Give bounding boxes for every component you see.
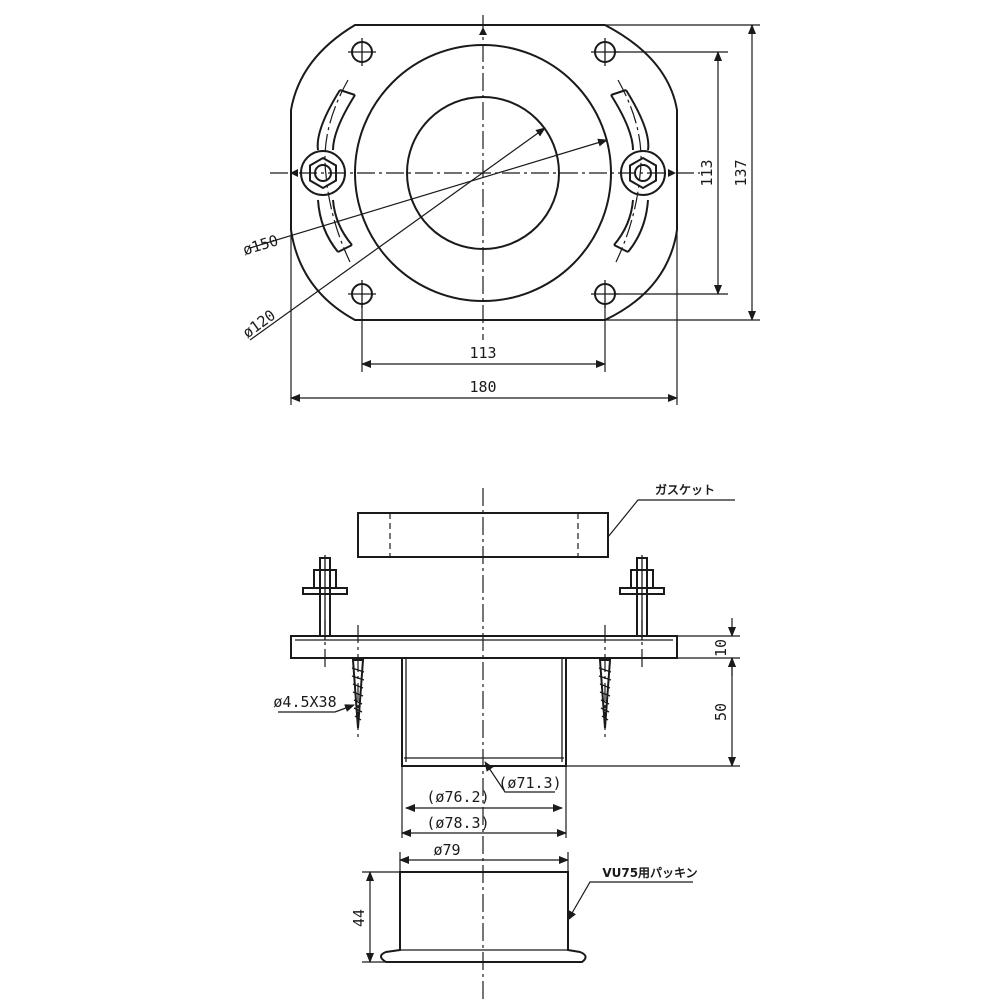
gasket-label: ガスケット <box>655 482 715 497</box>
mounting-hole-tl <box>348 38 376 66</box>
packing-label: VU75用パッキン <box>602 866 697 880</box>
plan-view: ø150 ø120 113 137 113 180 <box>239 15 760 405</box>
packing-height: 44 <box>350 909 368 927</box>
dim-total-v: 137 <box>732 159 750 186</box>
mounting-hole-tr <box>591 38 619 66</box>
hex-nut-right <box>620 150 666 196</box>
body-pipe <box>401 658 567 767</box>
hex-nut-left <box>300 150 346 196</box>
leader-screw <box>278 704 355 713</box>
wood-screw-right <box>598 659 612 729</box>
center-mark-right <box>668 169 676 177</box>
mounting-hole-br <box>591 280 619 308</box>
center-mark-left <box>290 169 298 177</box>
dim-flange-thickness: 10 <box>712 639 730 657</box>
mounting-hole-bl <box>348 280 376 308</box>
arc-slot-right <box>610 79 650 263</box>
flange-plate <box>290 635 678 659</box>
packing <box>380 871 587 963</box>
gasket <box>357 512 609 558</box>
arc-slot-left <box>316 79 356 263</box>
packing-view: ø79 44 VU75用パッキン <box>350 841 698 963</box>
leader-dia-71 <box>484 761 555 793</box>
leader-dia-120 <box>249 127 546 341</box>
side-view: ガスケット <box>273 482 740 1000</box>
dim-hole-pitch-h: 113 <box>469 344 496 362</box>
dim-inner: (ø76.2) <box>426 788 489 806</box>
center-mark-top <box>479 27 487 35</box>
dim-dia-120: ø120 <box>239 306 279 342</box>
packing-dia: ø79 <box>433 841 460 859</box>
dim-dia-150: ø150 <box>241 231 281 259</box>
dim-body-height: 50 <box>712 703 730 721</box>
dim-total-h: 180 <box>469 378 496 396</box>
dim-outer: (ø78.3) <box>426 814 489 832</box>
wood-screw-left <box>351 659 365 729</box>
leader-packing <box>567 881 693 921</box>
screw-label: ø4.5X38 <box>273 693 336 711</box>
leader-gasket <box>607 499 735 538</box>
leader-dia-150 <box>249 138 608 249</box>
dim-inner-small: (ø71.3) <box>498 774 561 792</box>
dim-hole-pitch-v: 113 <box>698 159 716 186</box>
